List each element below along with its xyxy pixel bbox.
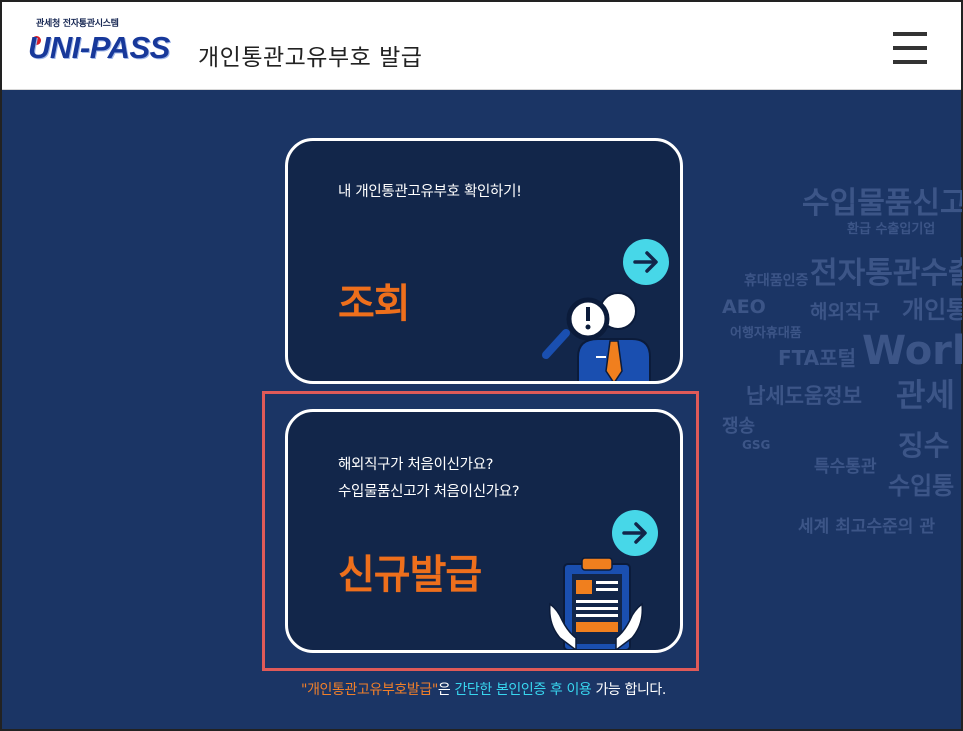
bg-word: 개인통 <box>902 296 962 324</box>
bg-word: 특수통관 <box>814 457 877 477</box>
new-issue-desc-line-1: 해외직구가 처음이신가요? <box>338 457 494 473</box>
bg-word: 납세도움정보 <box>746 384 862 408</box>
logo-wordmark: UNI-PASS <box>28 30 170 65</box>
lookup-card-description: 내 개인통관고유부호 확인하기! <box>338 184 522 200</box>
footnote-text: 은 <box>437 682 455 698</box>
unipass-logo[interactable]: 관세청 전자통관시스템 UNI-PASS <box>28 16 188 78</box>
footnote-service-name: "개인통관고유부호발급" <box>301 682 438 698</box>
footnote-highlight: 간단한 본인인증 후 이용 <box>454 682 592 698</box>
bg-word: 징수 <box>898 429 950 462</box>
bg-word: 수입통 <box>888 472 955 500</box>
bg-word: AEO <box>722 296 766 318</box>
lookup-card-title: 조회 <box>338 281 411 327</box>
hamburger-menu-icon[interactable] <box>893 32 927 64</box>
new-issue-desc-line-2: 수입물품신고가 처음이신가요? <box>338 484 520 500</box>
arrow-right-icon[interactable] <box>612 510 658 556</box>
bg-word: 쟁송 <box>722 416 756 437</box>
footnote-text-end: 가능 합니다. <box>591 682 666 698</box>
bg-word: 해외직구 <box>810 301 880 323</box>
footnote: "개인통관고유부호발급"은 간단한 본인인증 후 이용 가능 합니다. <box>2 679 963 699</box>
bg-word: 수입물품신고 <box>802 186 962 221</box>
bg-word: 환급 수출입기업 <box>847 222 936 237</box>
background-keyword-cloud: 수입물품신고 환급 수출입기업 전자통관수출 휴대품인증 AEO 해외직구 개인… <box>702 172 962 552</box>
magnifier-person-icon <box>538 287 658 381</box>
new-issue-card-description: 해외직구가 처음이신가요? 수입물품신고가 처음이신가요? <box>338 452 520 506</box>
new-issue-card[interactable]: 해외직구가 처음이신가요? 수입물품신고가 처음이신가요? 신규발급 <box>285 409 683 653</box>
bg-word: 어행자휴대품 <box>730 326 802 341</box>
bg-word: 전자통관수출 <box>810 256 962 291</box>
bg-word: 세계 최고수준의 관 <box>798 517 935 537</box>
bg-word: GSG <box>742 438 771 452</box>
bg-word: FTA포털 <box>778 346 857 370</box>
header: 관세청 전자통관시스템 UNI-PASS 개인통관고유부호 발급 <box>2 2 961 90</box>
page-title: 개인통관고유부호 발급 <box>198 45 423 71</box>
bg-word: 휴대품인증 <box>744 273 809 289</box>
arrow-right-icon[interactable] <box>623 239 669 285</box>
clipboard-hands-icon <box>546 554 646 650</box>
logo-dot-icon <box>32 36 41 45</box>
bg-word: 관세 <box>896 376 955 414</box>
new-issue-card-title: 신규발급 <box>338 552 482 598</box>
logo-caption: 관세청 전자통관시스템 <box>36 19 119 29</box>
lookup-card[interactable]: 내 개인통관고유부호 확인하기! 조회 <box>285 138 683 384</box>
bg-word: World <box>862 328 962 374</box>
